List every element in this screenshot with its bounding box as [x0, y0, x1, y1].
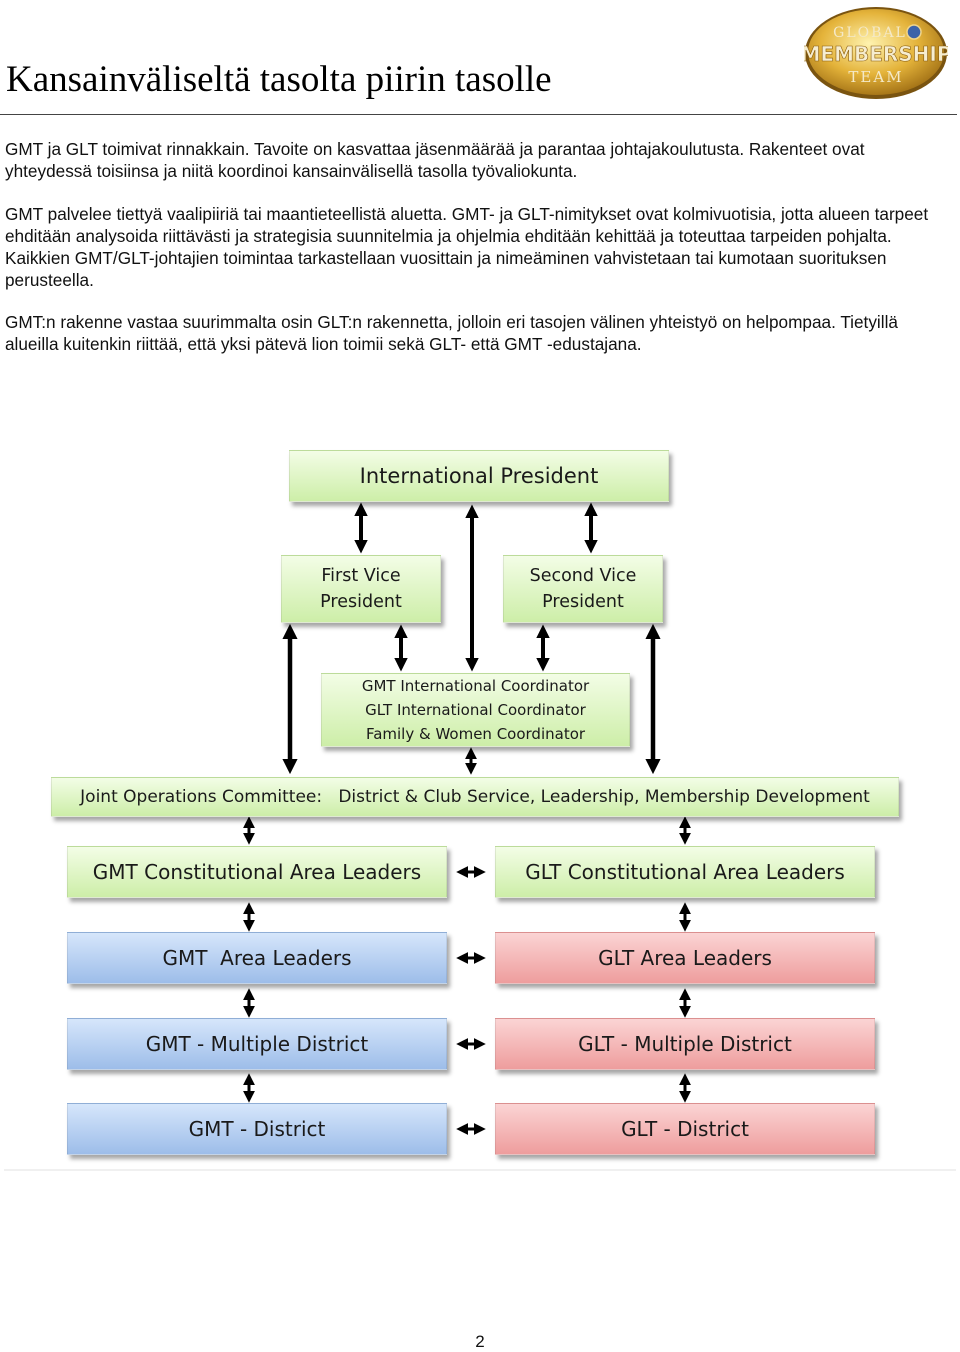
glt-constitutional-area-leaders-label: GLT Constitutional Area Leaders: [525, 860, 845, 884]
gmt-multiple-district-box: GMT - Multiple District: [67, 1018, 447, 1070]
glt-district-label: GLT - District: [621, 1117, 749, 1141]
second-vice-president-box: Second Vice President: [503, 555, 663, 623]
glt-constitutional-area-leaders-box: GLT Constitutional Area Leaders: [495, 846, 875, 898]
header-divider: [0, 114, 957, 115]
gmt-district-label: GMT - District: [188, 1117, 326, 1141]
org-chart: International President First Vice Presi…: [0, 440, 960, 1180]
paragraph-appointments: GMT palvelee tiettyä vaalipiiriä tai maa…: [5, 204, 929, 290]
gmt-area-leaders-box: GMT Area Leaders: [67, 932, 447, 984]
joint-operations-label: Joint Operations Committee: District & C…: [80, 787, 870, 807]
gmt-area-leaders-label: GMT Area Leaders: [162, 946, 352, 970]
glt-multiple-district-box: GLT - Multiple District: [495, 1018, 875, 1070]
first-vice-label-line2: President: [320, 592, 402, 612]
glt-coordinator-label: GLT International Coordinator: [365, 701, 586, 719]
gmt-district-box: GMT - District: [67, 1103, 447, 1155]
glt-district-box: GLT - District: [495, 1103, 875, 1155]
glt-area-leaders-label: GLT Area Leaders: [598, 946, 772, 970]
second-vice-label-line2: President: [542, 592, 624, 612]
family-women-coordinator-label: Family & Women Coordinator: [365, 725, 586, 743]
svg-text:GLOBAL: GLOBAL: [833, 25, 907, 41]
first-vice-label-line1: First Vice: [321, 566, 401, 586]
paragraph-intro: GMT ja GLT toimivat rinnakkain. Tavoite …: [5, 139, 865, 181]
paragraph-structure: GMT:n rakenne vastaa suurimmalta osin GL…: [5, 312, 898, 354]
page-title: Kansainväliseltä tasolta piirin tasolle: [6, 59, 552, 100]
gmt-constitutional-area-leaders-box: GMT Constitutional Area Leaders: [67, 846, 447, 898]
international-president-box: International President: [289, 450, 669, 502]
svg-text:MEMBERSHIP: MEMBERSHIP: [804, 42, 948, 66]
org-chart-arrows: [4, 502, 956, 1171]
second-vice-label-line1: Second Vice: [529, 566, 637, 586]
gmt-multiple-district-label: GMT - Multiple District: [145, 1032, 369, 1056]
page-number: 2: [475, 1332, 485, 1351]
global-membership-team-logo: GLOBAL MEMBERSHIP TEAM: [804, 7, 948, 99]
glt-area-leaders-box: GLT Area Leaders: [495, 932, 875, 984]
gmt-coordinator-label: GMT International Coordinator: [361, 677, 590, 695]
international-coordinators-box: GMT International Coordinator GLT Intern…: [321, 673, 630, 747]
first-vice-president-box: First Vice President: [281, 555, 441, 623]
joint-operations-committee-box: Joint Operations Committee: District & C…: [51, 777, 899, 817]
glt-multiple-district-label: GLT - Multiple District: [578, 1032, 792, 1056]
svg-text:TEAM: TEAM: [848, 68, 903, 86]
international-president-label: International President: [359, 464, 599, 488]
gmt-constitutional-area-leaders-label: GMT Constitutional Area Leaders: [92, 860, 422, 884]
